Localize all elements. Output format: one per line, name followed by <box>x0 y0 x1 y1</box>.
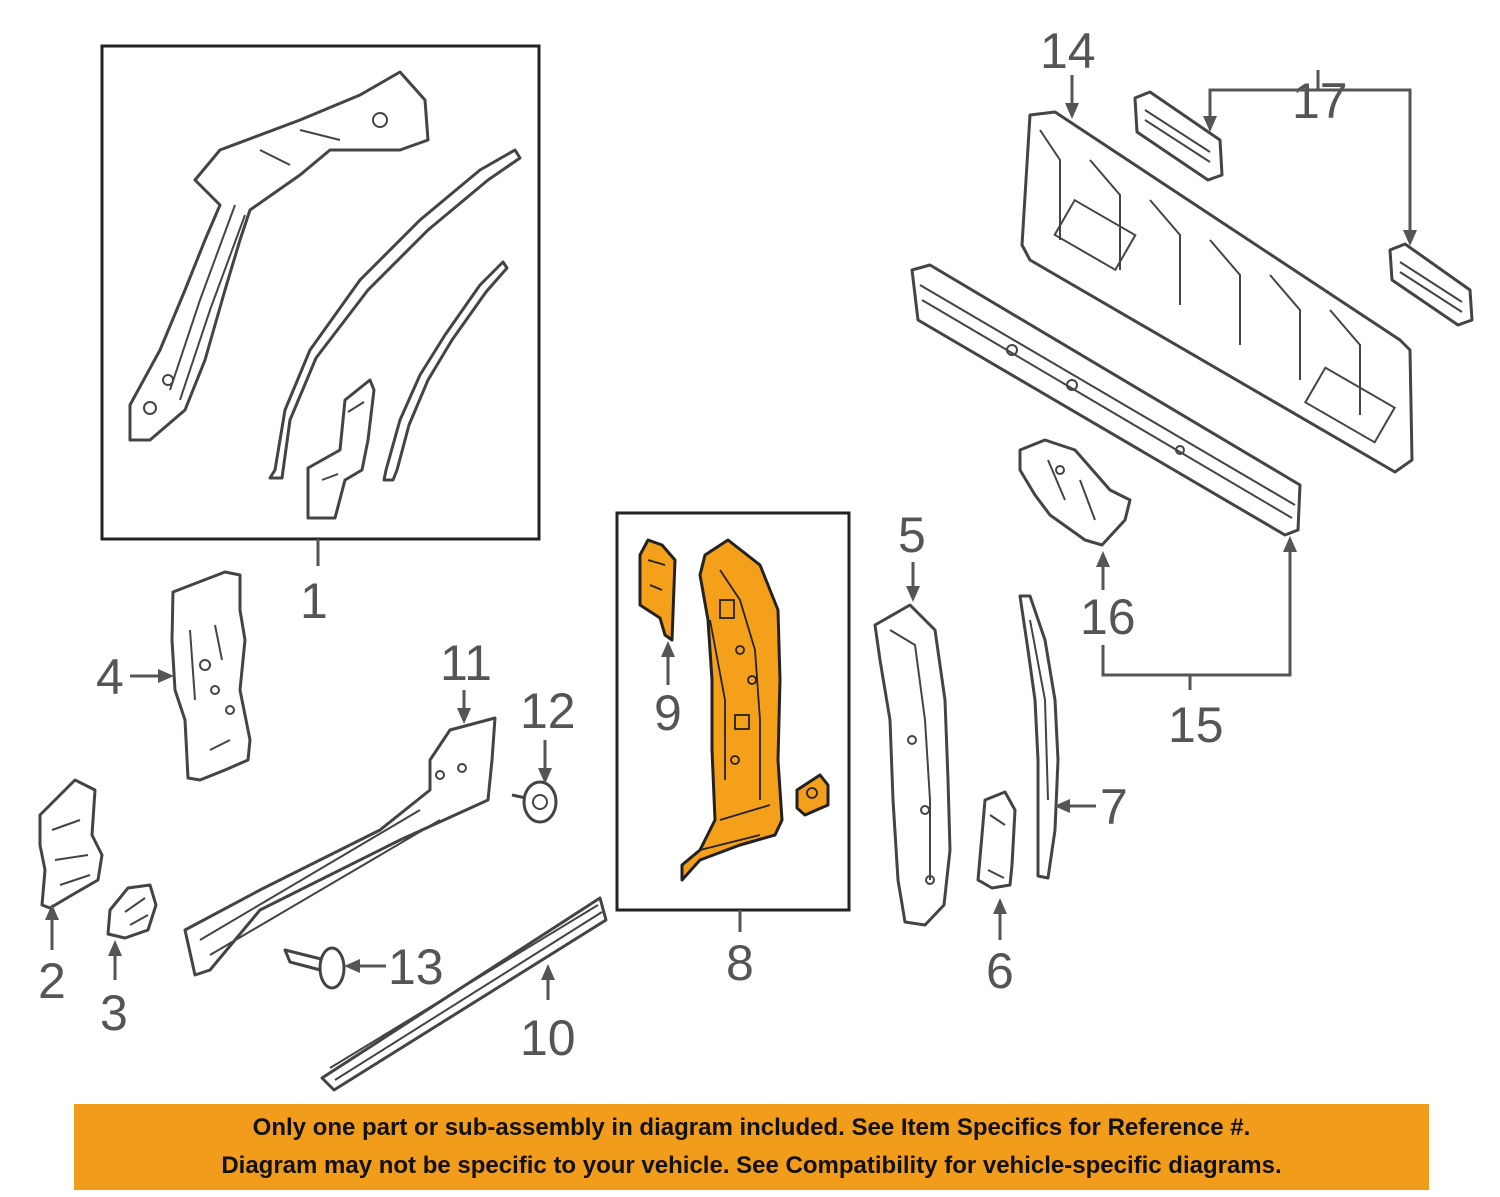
callout-13: 13 <box>388 939 444 995</box>
callout-12: 12 <box>520 683 576 739</box>
part-11-rocker-panel <box>183 716 497 977</box>
part-8-center-pillar-highlighted <box>680 538 784 882</box>
callout-6: 6 <box>986 943 1014 999</box>
callout-14: 14 <box>1040 23 1096 79</box>
part-1-roof-rail <box>128 70 430 442</box>
callout-8: 8 <box>726 935 754 991</box>
part-14-back-panel <box>1020 110 1414 474</box>
callout-1: 1 <box>300 573 328 629</box>
callout-17: 17 <box>1292 73 1348 129</box>
assembly-box-1 <box>100 44 541 541</box>
callout-11: 11 <box>440 635 492 691</box>
part-10-sill <box>320 896 608 1092</box>
callout-9: 9 <box>654 685 682 741</box>
callout-4: 4 <box>96 649 124 705</box>
part-7-reinforcement <box>1018 594 1060 880</box>
part-16-bracket <box>1018 438 1132 547</box>
part-2-bracket <box>38 778 104 910</box>
disclaimer-banner: Only one part or sub-assembly in diagram… <box>74 1104 1429 1190</box>
part-13-bolt <box>283 946 346 990</box>
leader-15 <box>1101 550 1292 677</box>
callout-7: 7 <box>1100 779 1128 835</box>
callout-5: 5 <box>898 507 926 563</box>
callout-10: 10 <box>520 1010 576 1066</box>
part-1-door-seal-inner <box>382 260 509 482</box>
part-8-small-bracket-highlighted <box>795 773 830 817</box>
assembly-box-8 <box>615 511 851 912</box>
part-1-door-seal-outer <box>268 148 522 480</box>
part-15-cross-member <box>910 263 1302 537</box>
part-5-rear-pillar <box>873 603 952 927</box>
disclaimer-line-2: Diagram may not be specific to your vehi… <box>221 1152 1282 1179</box>
leader-17 <box>1208 88 1412 232</box>
part-1-bracket <box>306 378 376 520</box>
disclaimer-line-1: Only one part or sub-assembly in diagram… <box>252 1114 1251 1141</box>
part-12-bolt <box>511 780 558 824</box>
part-4-pillar-inner <box>170 570 252 782</box>
part-6-clip <box>976 790 1017 890</box>
part-3-clip <box>106 883 158 940</box>
callout-3: 3 <box>100 985 128 1041</box>
callout-2: 2 <box>38 953 66 1009</box>
part-17-cover-plate-lower <box>1388 242 1474 327</box>
part-17-cover-plate-upper <box>1133 90 1224 182</box>
callout-15: 15 <box>1168 697 1224 753</box>
parts-diagram: 1 4 2 3 11 12 <box>38 23 1474 1092</box>
part-9-gusset-highlighted <box>638 538 677 642</box>
callout-16: 16 <box>1080 589 1136 645</box>
